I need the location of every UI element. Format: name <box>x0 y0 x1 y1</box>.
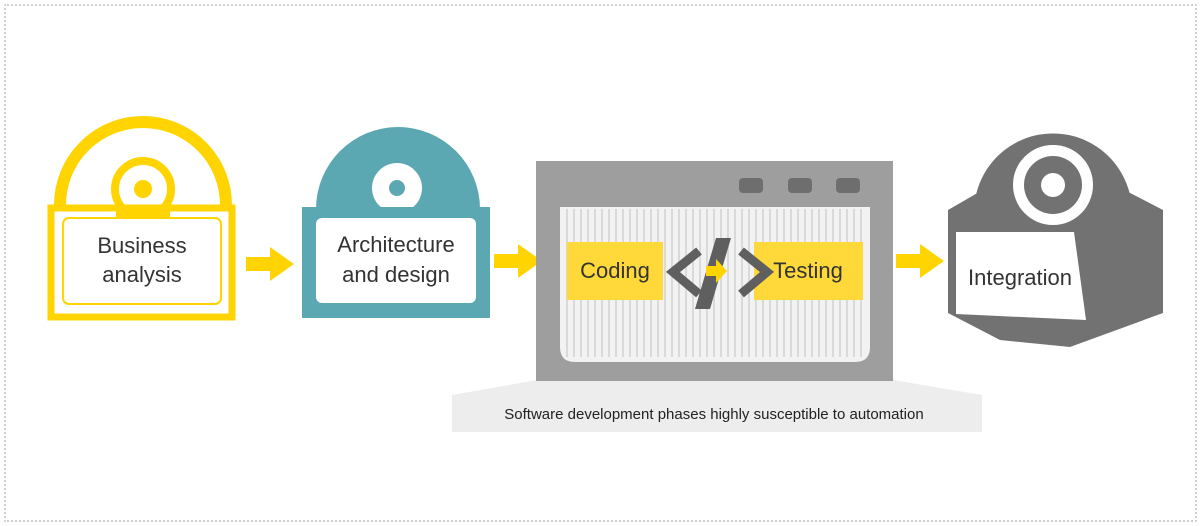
architecture-label-line1: Architecture <box>337 232 454 257</box>
business-analysis-node: Business analysis <box>47 116 236 321</box>
architecture-label-line2: and design <box>342 262 450 287</box>
stripe-line <box>678 209 680 357</box>
testing-label: Testing <box>773 258 843 283</box>
arrow-3 <box>896 244 944 278</box>
window-button-3 <box>836 178 860 193</box>
integration-disc-center-front <box>1041 173 1065 197</box>
code-bracket-open-icon <box>665 247 702 298</box>
stripe-line <box>699 209 701 357</box>
arrow-1 <box>246 247 294 281</box>
stripe-line <box>692 209 694 357</box>
integration-node: Integration <box>948 133 1163 347</box>
stripe-line <box>741 209 743 357</box>
arrow-2 <box>494 244 542 278</box>
code-window-node: Coding Testing <box>536 161 893 381</box>
architecture-label-card <box>316 218 476 303</box>
business-label-line2: analysis <box>102 262 181 287</box>
coding-label: Coding <box>580 258 650 283</box>
window-button-2 <box>788 178 812 193</box>
coding-box <box>567 242 663 300</box>
integration-label-card <box>956 232 1086 320</box>
caption-text: Software development phases highly susce… <box>504 406 923 423</box>
business-tab <box>116 210 170 218</box>
dotted-frame <box>4 4 1197 522</box>
business-label-line1: Business <box>97 233 186 258</box>
architecture-node: Architecture and design <box>302 127 490 318</box>
business-disc-center <box>134 180 152 198</box>
window-button-1 <box>739 178 763 193</box>
coding-to-testing-arrow <box>706 259 727 283</box>
stripe-line <box>734 209 736 357</box>
code-bracket-close-icon <box>738 247 775 298</box>
architecture-disc-center <box>389 180 405 196</box>
caption-background <box>452 380 982 432</box>
stripe-line <box>720 209 722 357</box>
business-box <box>47 204 236 321</box>
stripe-line <box>727 209 729 357</box>
business-disc-arc <box>54 116 232 206</box>
integration-label: Integration <box>968 265 1072 290</box>
stripe-line <box>664 209 666 357</box>
stripe-line <box>671 209 673 357</box>
business-label-card <box>62 217 222 305</box>
